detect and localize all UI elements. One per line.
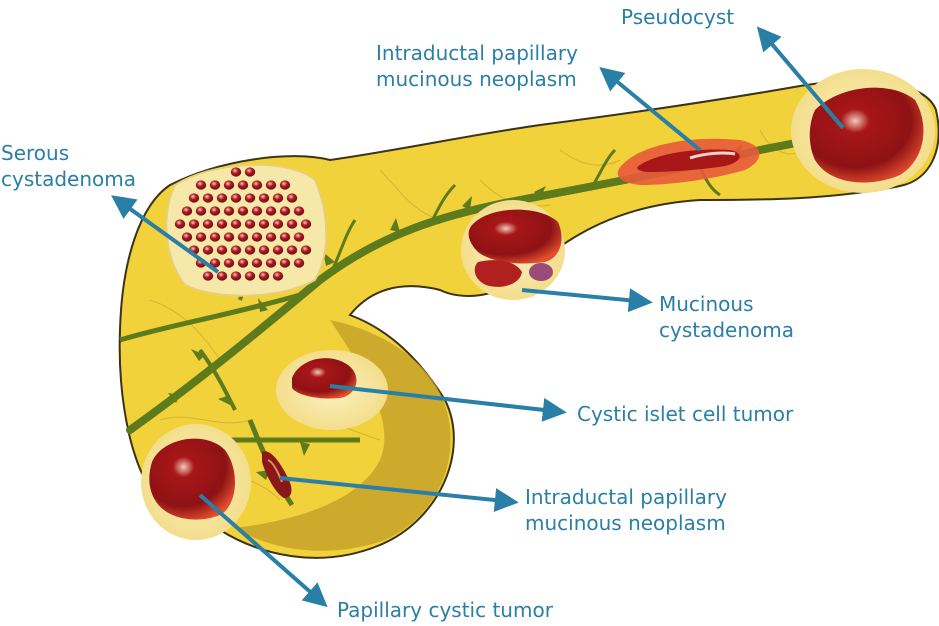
serous-cyst-dot xyxy=(244,271,256,281)
serous-cyst-dot xyxy=(279,258,291,268)
serous-cyst-dot xyxy=(293,206,305,216)
serous-cyst-dot xyxy=(300,219,312,229)
serous-cyst-dot xyxy=(265,258,277,268)
serous-cyst-dot xyxy=(202,193,214,203)
serous-cyst-dot xyxy=(216,245,228,255)
serous-cyst-dot xyxy=(258,193,270,203)
label-serous-cystadenoma: Serous cystadenoma xyxy=(1,141,136,191)
serous-cyst-dot xyxy=(286,193,298,203)
serous-cyst-dot xyxy=(300,245,312,255)
serous-cyst-dot xyxy=(195,206,207,216)
serous-cyst-dot xyxy=(223,206,235,216)
label-papillary-cystic: Papillary cystic tumor xyxy=(337,598,553,622)
serous-cyst-dot xyxy=(202,245,214,255)
arrow-papillary xyxy=(198,493,328,608)
serous-cyst-dot xyxy=(258,219,270,229)
serous-cyst-dot xyxy=(279,232,291,242)
serous-cyst-dot xyxy=(272,271,284,281)
serous-cyst-dot xyxy=(195,232,207,242)
serous-cyst-dot xyxy=(251,258,263,268)
serous-cyst-dot xyxy=(251,206,263,216)
serous-cyst-dot xyxy=(230,167,242,177)
serous-cyst-dot xyxy=(237,232,249,242)
serous-cyst-dot xyxy=(195,180,207,190)
serous-cyst-dot xyxy=(265,180,277,190)
label-ipmn-top: Intraductal papillary mucinous neoplasm xyxy=(376,41,578,91)
serous-cyst-dot xyxy=(272,245,284,255)
serous-cyst-dot xyxy=(265,206,277,216)
serous-cyst-dot xyxy=(188,219,200,229)
label-mucinous-cystadenoma: Mucinous cystadenoma xyxy=(659,292,794,342)
serous-cyst-dot xyxy=(293,232,305,242)
papillary-cystic-lesion xyxy=(141,424,251,540)
mucinous-cystadenoma-lesion xyxy=(461,200,565,300)
serous-cyst-dot xyxy=(244,193,256,203)
serous-cyst-dot xyxy=(258,271,270,281)
serous-cyst-dot xyxy=(237,180,249,190)
serous-cyst-dot xyxy=(209,258,221,268)
serous-cyst-dot xyxy=(230,271,242,281)
arrow-pseudocyst xyxy=(756,26,845,130)
serous-cyst-dot xyxy=(174,219,186,229)
serous-cyst-dot xyxy=(223,258,235,268)
serous-cyst-dot xyxy=(272,193,284,203)
callout-arrows xyxy=(111,26,845,608)
pseudocyst-lesion xyxy=(791,69,935,193)
arrow-ipmn-top xyxy=(599,66,702,152)
serous-cyst-dot xyxy=(237,258,249,268)
serous-cyst-dot xyxy=(202,219,214,229)
serous-cyst-dot xyxy=(272,219,284,229)
serous-cyst-dot xyxy=(286,219,298,229)
serous-cyst-dot xyxy=(209,206,221,216)
label-ipmn-bottom: Intraductal papillary mucinous neoplasm xyxy=(525,485,727,535)
label-cystic-islet: Cystic islet cell tumor xyxy=(577,402,794,426)
serous-cystadenoma-lesion xyxy=(165,163,328,297)
arrow-islet xyxy=(329,384,567,422)
serous-cyst-dot xyxy=(279,180,291,190)
serous-cyst-dot xyxy=(279,206,291,216)
serous-cyst-dot xyxy=(216,271,228,281)
serous-cyst-dot xyxy=(258,245,270,255)
serous-cyst-dot xyxy=(216,219,228,229)
serous-cyst-dot xyxy=(209,232,221,242)
arrow-serous xyxy=(111,195,220,274)
arrow-mucinous xyxy=(521,288,653,313)
serous-cyst-dot xyxy=(237,206,249,216)
serous-cyst-dot xyxy=(251,180,263,190)
serous-cyst-dot xyxy=(265,232,277,242)
serous-cyst-dot xyxy=(202,271,214,281)
serous-cyst-dot xyxy=(230,219,242,229)
serous-cyst-dot xyxy=(188,193,200,203)
label-pseudocyst: Pseudocyst xyxy=(621,5,735,29)
serous-cyst-dot xyxy=(251,232,263,242)
ipmn-top-lesion xyxy=(617,138,760,185)
serous-cyst-dot xyxy=(181,206,193,216)
serous-cyst-dot xyxy=(181,232,193,242)
serous-cyst-dot xyxy=(223,232,235,242)
serous-cyst-dot xyxy=(209,180,221,190)
serous-cyst-dot xyxy=(286,245,298,255)
serous-cyst-dot xyxy=(244,245,256,255)
serous-cyst-dot xyxy=(244,167,256,177)
serous-cyst-dot xyxy=(230,193,242,203)
serous-cyst-dot xyxy=(293,258,305,268)
serous-cyst-dot xyxy=(216,193,228,203)
serous-cyst-dot xyxy=(244,219,256,229)
serous-cyst-dot xyxy=(223,180,235,190)
pancreas-head-shadow xyxy=(235,320,451,551)
arrow-ipmn-bottom xyxy=(279,476,519,512)
serous-cyst-dot xyxy=(230,245,242,255)
